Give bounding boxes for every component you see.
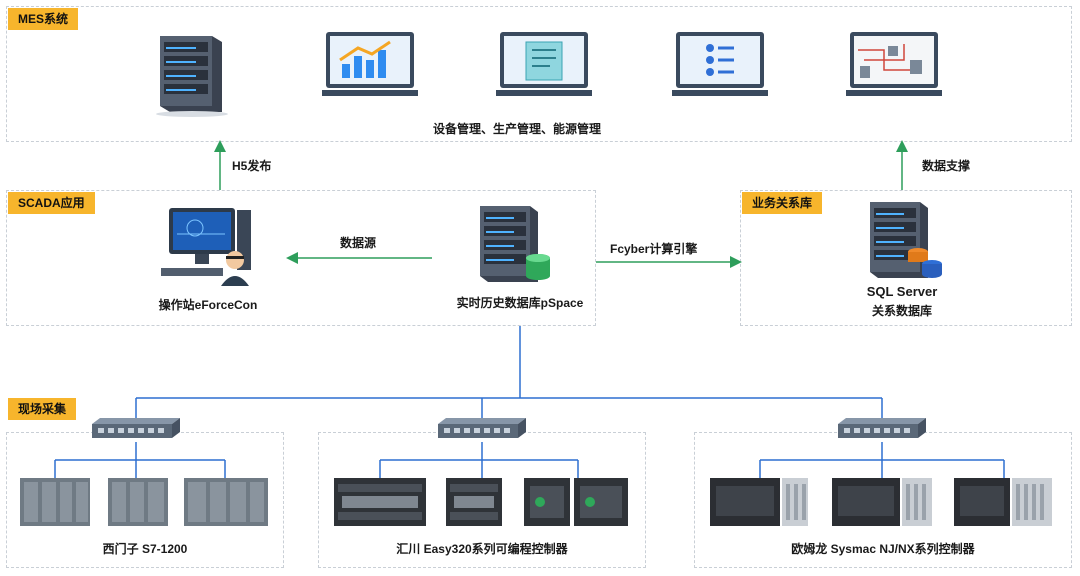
pspace-label: 实时历史数据库pSpace (456, 296, 584, 310)
pspace-server-icon (480, 206, 550, 282)
plc-icon (710, 478, 808, 526)
datasupport-label: 数据支撑 (922, 159, 971, 173)
plc-icon (524, 478, 570, 526)
plc-icon (574, 478, 628, 526)
field-bus (54, 326, 1005, 478)
plc-icon (108, 478, 168, 526)
monitor-chart-icon (322, 32, 418, 96)
operator-label: 操作站eForceCon (158, 298, 258, 312)
scada-tag: SCADA应用 (8, 192, 95, 214)
mes-caption: 设备管理、生产管理、能源管理 (432, 122, 601, 136)
field-tag: 现场采集 (8, 398, 77, 420)
server-icon (156, 36, 228, 117)
inovance-plc-modules (334, 478, 628, 526)
plc-icon (184, 478, 268, 526)
siemens-label: 西门子 S7-1200 (102, 542, 188, 556)
fcyber-label: Fcyber计算引擎 (610, 242, 698, 256)
network-switch-icon (838, 418, 926, 438)
inovance-label: 汇川 Easy320系列可编程控制器 (396, 542, 568, 556)
plc-icon (954, 478, 1052, 526)
sql-server-icon (870, 202, 942, 278)
omron-label: 欧姆龙 Sysmac NJ/NX系列控制器 (791, 542, 975, 556)
monitor-document-icon (496, 32, 592, 96)
h5-label: H5发布 (232, 159, 272, 173)
mes-tag: MES系统 (8, 8, 79, 30)
network-switch-icon (438, 418, 526, 438)
monitor-flow-icon (672, 32, 768, 96)
omron-plc-modules (710, 478, 1052, 526)
plc-icon (832, 478, 932, 526)
plc-icon (334, 478, 426, 526)
operator-workstation-icon (161, 208, 251, 286)
plc-icon (446, 478, 502, 526)
sql-server-label: SQL Server (866, 284, 938, 299)
network-switch-icon (92, 418, 180, 438)
siemens-plc-modules (20, 478, 268, 526)
monitor-scada-icon (846, 32, 942, 96)
datasource-label: 数据源 (340, 236, 377, 250)
rdb-tag: 业务关系库 (742, 192, 823, 214)
plc-icon (20, 478, 90, 526)
sql-rdb-label: 关系数据库 (871, 304, 932, 318)
